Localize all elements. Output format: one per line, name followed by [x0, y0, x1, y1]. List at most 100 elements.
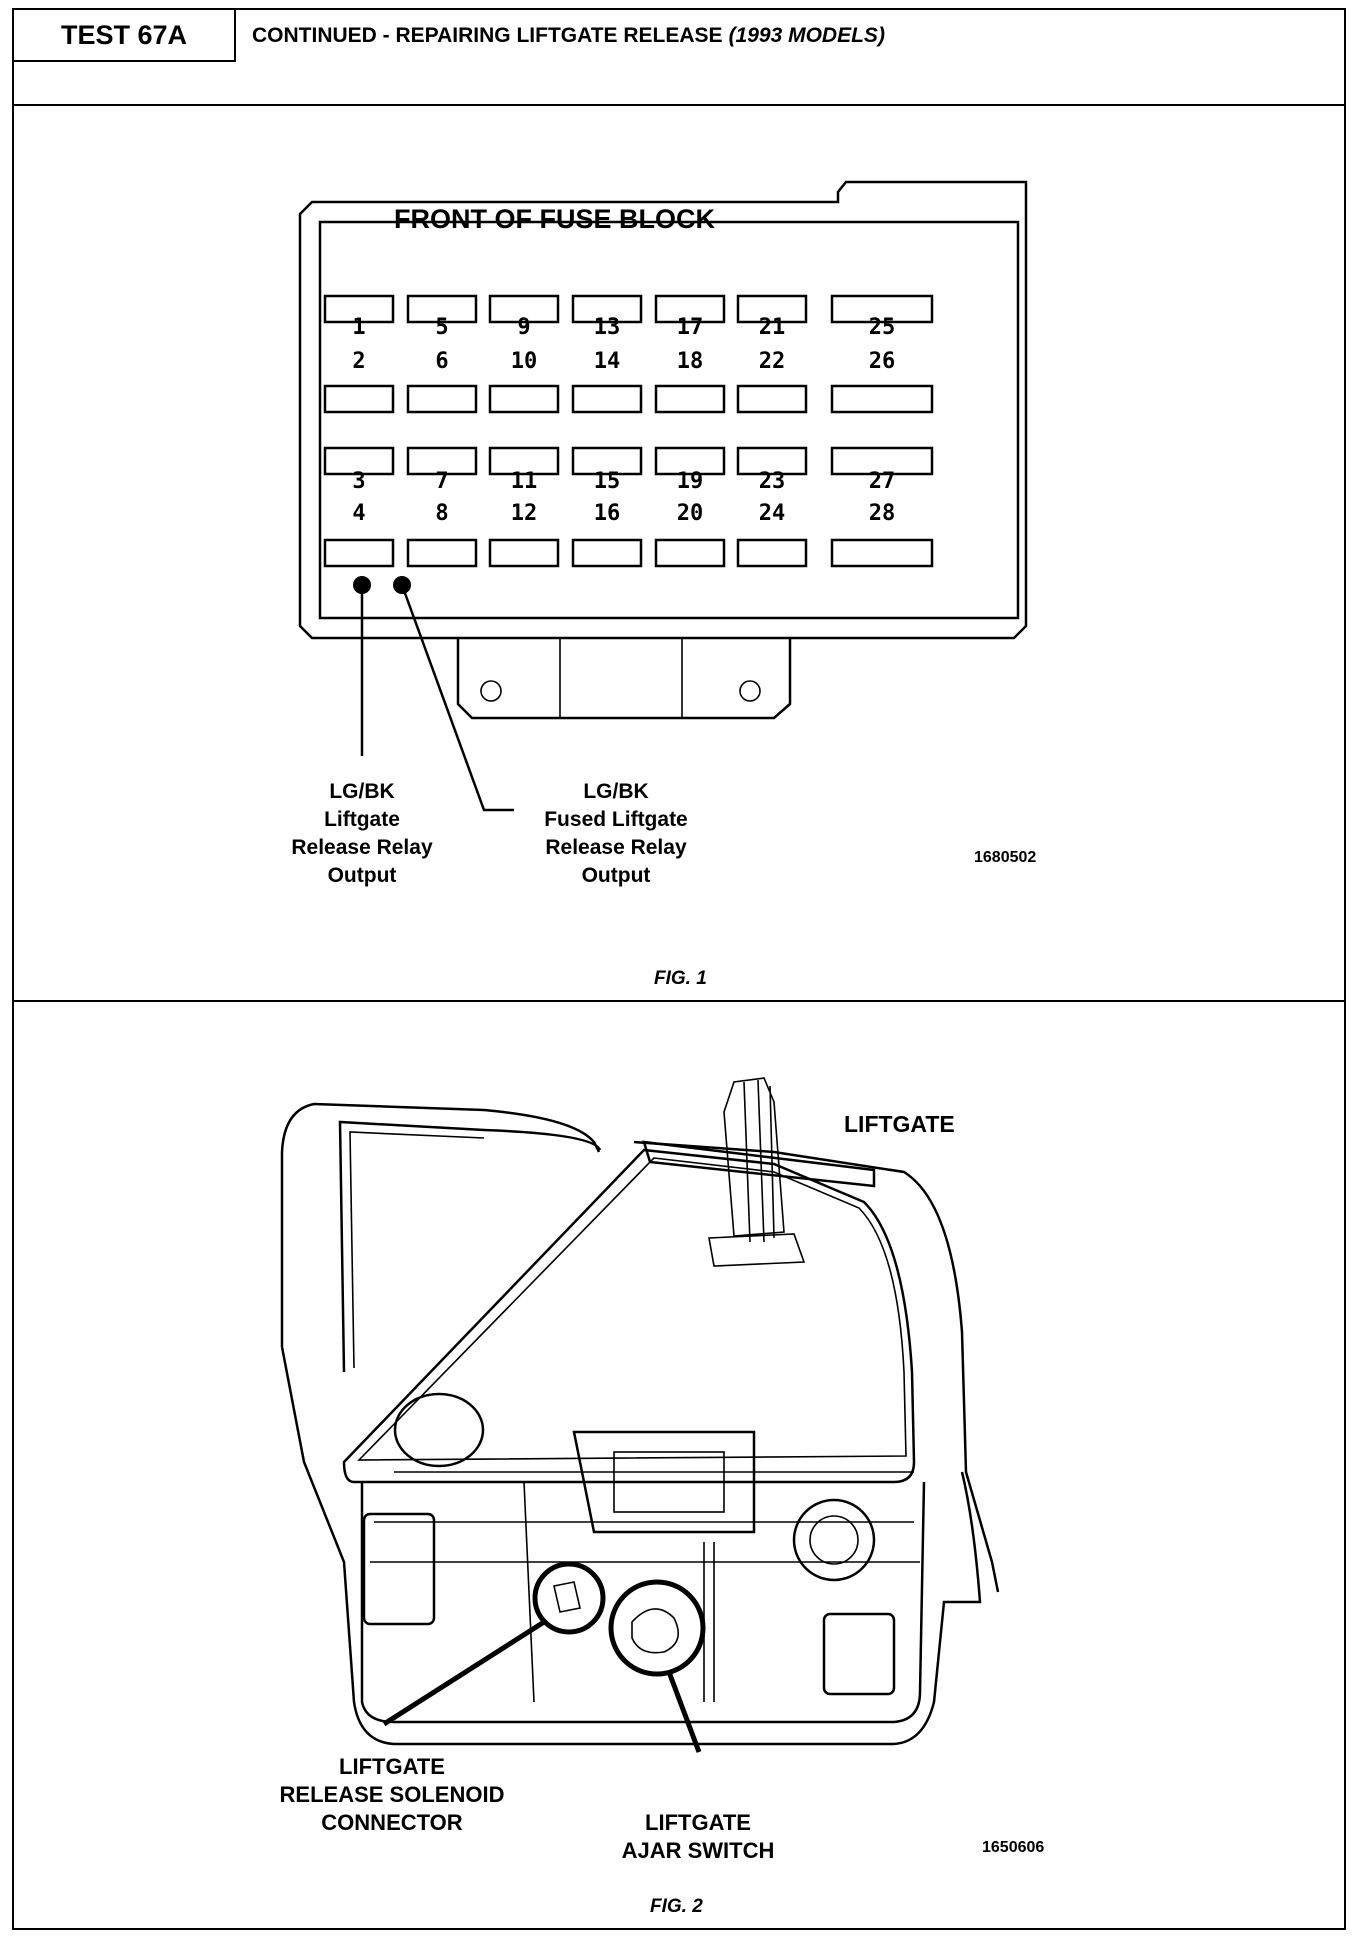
fuse-slot-8: [406, 538, 478, 568]
fuse-number-23: 23: [759, 469, 786, 494]
fuse-block-inner-frame: [318, 220, 1020, 620]
fuse-slot-3: [323, 446, 395, 476]
callout-left-line-4: Output: [328, 864, 397, 887]
callout-left-line-3: Release Relay: [291, 836, 433, 859]
fuse-slot-10: [488, 384, 560, 414]
liftgate-diagram: LIFTGATE LIFTGATE RELEASE SOLENOID CONNE…: [280, 1077, 1044, 1917]
manual-page: TEST 67A CONTINUED - REPAIRING LIFTGATE …: [12, 8, 1346, 1930]
inner-panel: [360, 1481, 926, 1724]
fig1-part-number: 1680502: [974, 849, 1036, 866]
fuse-number-7: 7: [435, 469, 448, 494]
fuse-slot-18: [654, 384, 726, 414]
liftgate-window-frame: [338, 1120, 916, 1484]
fuse-number-3: 3: [352, 469, 365, 494]
fuse-slot-15: [571, 446, 643, 476]
fuse-slot-23: [736, 446, 808, 476]
callout-fused-relay-output: LG/BK Fused Liftgate Release Relay Outpu…: [544, 780, 688, 887]
fuse-slot-6: [406, 384, 478, 414]
ajar-switch-icon: [631, 1608, 680, 1654]
fuse-block-title: FRONT OF FUSE BLOCK: [394, 204, 715, 234]
fuse-slot-11: [488, 446, 560, 476]
wiring-harness-top: [723, 1077, 785, 1237]
callout-right-line-1: LG/BK: [583, 780, 648, 803]
fuse-number-14: 14: [594, 349, 621, 374]
fuse-number-24: 24: [759, 501, 786, 526]
fuse-slot-17: [654, 294, 726, 324]
fuse-slot-22: [736, 384, 808, 414]
callout-right-line-2: Fused Liftgate: [544, 808, 688, 831]
mounting-tab: [456, 638, 792, 720]
page-header: TEST 67A CONTINUED - REPAIRING LIFTGATE …: [14, 10, 1344, 106]
callout-right-line-4: Output: [582, 864, 651, 887]
callout-ajar-switch: LIFTGATE AJAR SWITCH: [622, 1810, 775, 1863]
liftgate-label: LIFTGATE: [844, 1111, 955, 1137]
callout-right-line-3: Release Relay: [545, 836, 687, 859]
speaker-right-cone: [809, 1515, 859, 1565]
fuse-slot-14: [571, 384, 643, 414]
fuse-slots: [323, 294, 934, 568]
fuse-number-13: 13: [594, 315, 621, 340]
fuse-slot-1: [323, 294, 395, 324]
switch-line-1: LIFTGATE: [645, 1810, 751, 1835]
fuse-slot-19: [654, 446, 726, 476]
fuse-slot-7: [406, 446, 478, 476]
fuse-slot-12: [488, 538, 560, 568]
solenoid-connector-highlight: [532, 1561, 606, 1635]
fuse-slot-27: [830, 446, 934, 476]
test-id: TEST 67A: [14, 10, 236, 62]
liftgate-outer-frame: [280, 1102, 1000, 1746]
harness-wires: [743, 1079, 775, 1243]
center-module: [572, 1430, 756, 1534]
callout-solenoid-connector: LIFTGATE RELEASE SOLENOID CONNECTOR: [280, 1754, 505, 1835]
panel-ribs: [370, 1471, 920, 1563]
ajar-switch-highlight: [608, 1579, 706, 1677]
fuse-number-8: 8: [435, 501, 448, 526]
fuse-slot-28: [830, 538, 934, 568]
switch-line-2: AJAR SWITCH: [622, 1838, 775, 1863]
fuse-number-16: 16: [594, 501, 621, 526]
fuse-slot-20: [654, 538, 726, 568]
fuse-number-25: 25: [869, 315, 896, 340]
fuse-number-20: 20: [677, 501, 704, 526]
fuse-number-5: 5: [435, 315, 448, 340]
fig1-caption: FIG. 1: [654, 968, 707, 989]
fuse-number-4: 4: [352, 501, 365, 526]
leader-right: [400, 584, 514, 812]
title-models: (1993 MODELS): [728, 24, 885, 47]
center-module-inner: [613, 1451, 725, 1513]
callout-relay-output: LG/BK Liftgate Release Relay Output: [291, 780, 433, 887]
fuse-slot-13: [571, 294, 643, 324]
solenoid-line-1: LIFTGATE: [339, 1754, 445, 1779]
fig2-part-number: 1650606: [982, 1839, 1044, 1856]
fig2-caption: FIG. 2: [650, 1896, 703, 1917]
fuse-slot-24: [736, 538, 808, 568]
mounting-hole-right: [739, 680, 761, 702]
fuse-slot-21: [736, 294, 808, 324]
leader-ajar-switch: [666, 1671, 702, 1753]
fuse-number-11: 11: [511, 469, 538, 494]
fuse-number-6: 6: [435, 349, 448, 374]
fuse-number-21: 21: [759, 315, 786, 340]
fuse-block-outline: [298, 180, 1028, 640]
speaker-left: [393, 1392, 485, 1468]
fuse-slot-26: [830, 384, 934, 414]
fuse-slot-5: [406, 294, 478, 324]
callout-left-line-2: Liftgate: [324, 808, 400, 831]
fuse-number-18: 18: [677, 349, 704, 374]
fuse-number-1: 1: [352, 315, 365, 340]
callout-left-line-1: LG/BK: [329, 780, 394, 803]
fuse-number-12: 12: [511, 501, 538, 526]
solenoid-line-2: RELEASE SOLENOID: [280, 1782, 505, 1807]
fuse-number-27: 27: [869, 469, 896, 494]
fuse-number-17: 17: [677, 315, 704, 340]
page-title: CONTINUED - REPAIRING LIFTGATE RELEASE (…: [252, 10, 885, 62]
leader-solenoid: [382, 1619, 546, 1727]
pocket-left: [362, 1512, 436, 1626]
fuse-number-15: 15: [594, 469, 621, 494]
latch-module: [708, 1233, 806, 1267]
solenoid-connector-icon: [553, 1581, 581, 1613]
figure-2-panel: LIFTGATE LIFTGATE RELEASE SOLENOID CONNE…: [14, 1002, 1344, 1928]
